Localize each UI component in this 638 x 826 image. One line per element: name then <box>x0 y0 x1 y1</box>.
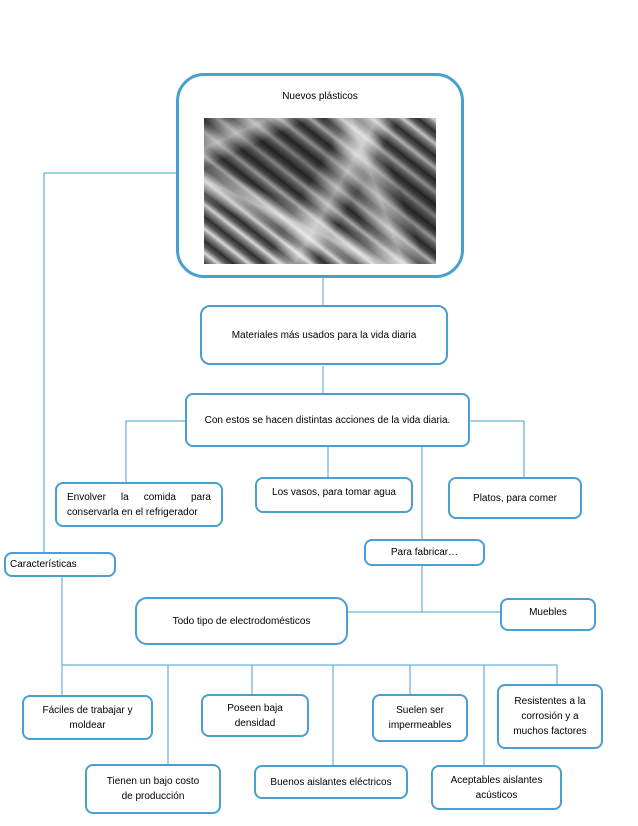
connector-actions-wrap <box>125 420 185 484</box>
wrap-food-node: Envolver la comida para conservarla en e… <box>55 482 223 527</box>
characteristic-line: densidad <box>234 717 276 729</box>
glasses-label: Los vasos, para tomar agua <box>272 487 396 498</box>
actions-label: Con estos se hacen distintas acciones de… <box>204 414 451 426</box>
glasses-node: Los vasos, para tomar agua <box>255 477 413 513</box>
appliances-node: Todo tipo de electrodomésticos <box>135 597 348 645</box>
characteristic-item: Resistentes a la corrosión y a muchos fa… <box>497 684 603 749</box>
connector-actions-plates <box>470 420 525 478</box>
manufacture-node: Para fabricar… <box>364 539 485 566</box>
plates-label: Platos, para comer <box>473 492 557 504</box>
characteristic-line: moldear <box>69 719 106 731</box>
connector-manufacture-children <box>348 566 500 613</box>
characteristic-item: Buenos aislantes eléctricos <box>254 765 408 799</box>
root-title: Nuevos plásticos <box>282 91 358 102</box>
characteristic-line: corrosión y a <box>521 711 579 722</box>
characteristic-line: Poseen baja <box>227 702 283 714</box>
characteristics-label: Características <box>10 559 77 570</box>
crumpled-plastic-photo <box>204 118 436 264</box>
connector-root-characteristics <box>43 172 178 553</box>
plates-node: Platos, para comer <box>448 477 582 519</box>
characteristic-item: Poseen baja densidad <box>201 694 309 737</box>
characteristics-node: Características <box>4 552 116 577</box>
furniture-label: Muebles <box>529 607 567 618</box>
materials-label: Materiales más usados para la vida diari… <box>231 329 417 341</box>
characteristic-line: de producción <box>121 791 185 802</box>
actions-node: Con estos se hacen distintas acciones de… <box>185 393 470 447</box>
wrap-food-line1: Envolver la comida para <box>67 491 211 503</box>
materials-node: Materiales más usados para la vida diari… <box>200 305 448 365</box>
wrap-food-line2: conservarla en el refrigerador <box>67 506 198 518</box>
characteristic-item: Fáciles de trabajar y moldear <box>22 695 153 740</box>
characteristic-line: muchos factores <box>513 726 587 737</box>
root-node: Nuevos plásticos <box>176 73 464 278</box>
furniture-node: Muebles <box>500 598 596 631</box>
characteristic-line: impermeables <box>388 720 452 731</box>
characteristic-line: Resistentes a la <box>514 696 586 707</box>
characteristic-line: Tienen un bajo costo <box>106 776 200 787</box>
characteristic-item: Suelen ser impermeables <box>372 694 468 742</box>
characteristic-line: Buenos aislantes eléctricos <box>270 776 392 788</box>
appliances-label: Todo tipo de electrodomésticos <box>172 615 311 627</box>
characteristic-item: Tienen un bajo costo de producción <box>85 764 221 814</box>
characteristic-line: Fáciles de trabajar y <box>42 704 133 716</box>
manufacture-label: Para fabricar… <box>390 547 459 558</box>
characteristic-line: Aceptables aislantes <box>450 774 543 786</box>
characteristic-line: Suelen ser <box>396 705 444 716</box>
characteristic-line: acústicos <box>475 789 518 801</box>
characteristic-item: Aceptables aislantes acústicos <box>431 765 562 810</box>
